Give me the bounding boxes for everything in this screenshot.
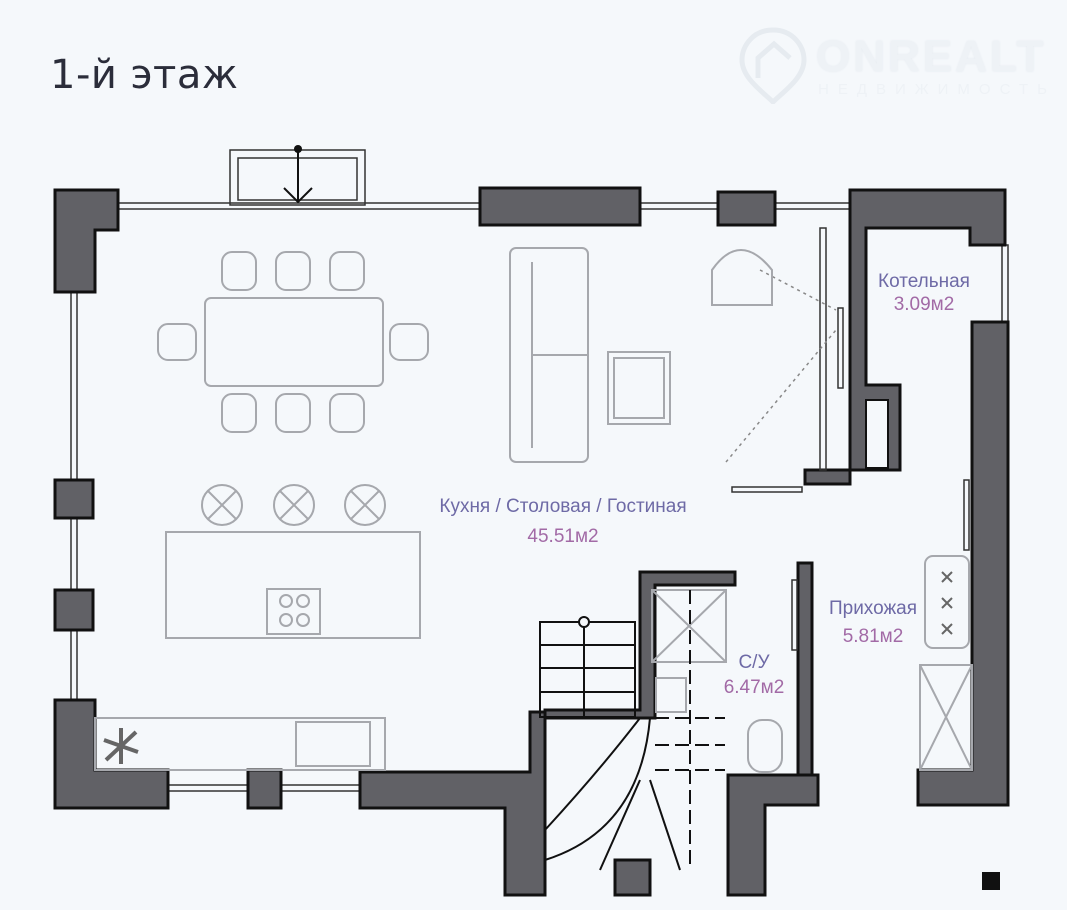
kitchen-island [94,484,973,773]
room-boiler: Котельная 3.09м2 [878,271,970,315]
room-area: 5.81м2 [843,626,904,647]
walls [53,186,1010,897]
room-name: Прихожая [829,598,917,619]
floor-title: 1-й этаж [50,52,239,98]
room-bathroom: С/У 6.47м2 [724,652,785,698]
house-pin-icon [739,27,807,106]
room-area: 3.09м2 [894,294,955,315]
logo-subtitle: НЕДВИЖИМОСТЬ [818,81,1056,98]
chairs [157,251,429,433]
sofa [509,247,773,463]
staircase [539,590,725,871]
dining-table [157,251,429,433]
room-kitchen-dining-living: Кухня / Столовая / Гостиная 45.51м2 [439,496,686,547]
logo-brand: ONREALT [816,32,1047,81]
room-name: С/У [738,652,770,673]
onrealt-logo-watermark: ONREALT НЕДВИЖИМОСТЬ [738,26,1047,106]
room-name: Кухня / Столовая / Гостиная [439,496,686,517]
entrance-arrow-icon [283,145,313,204]
room-area: 6.47м2 [724,677,785,698]
room-hallway: Прихожая 5.81м2 [829,598,917,647]
room-area: 45.51м2 [527,526,598,547]
room-name: Котельная [878,271,970,292]
doors [725,227,970,651]
